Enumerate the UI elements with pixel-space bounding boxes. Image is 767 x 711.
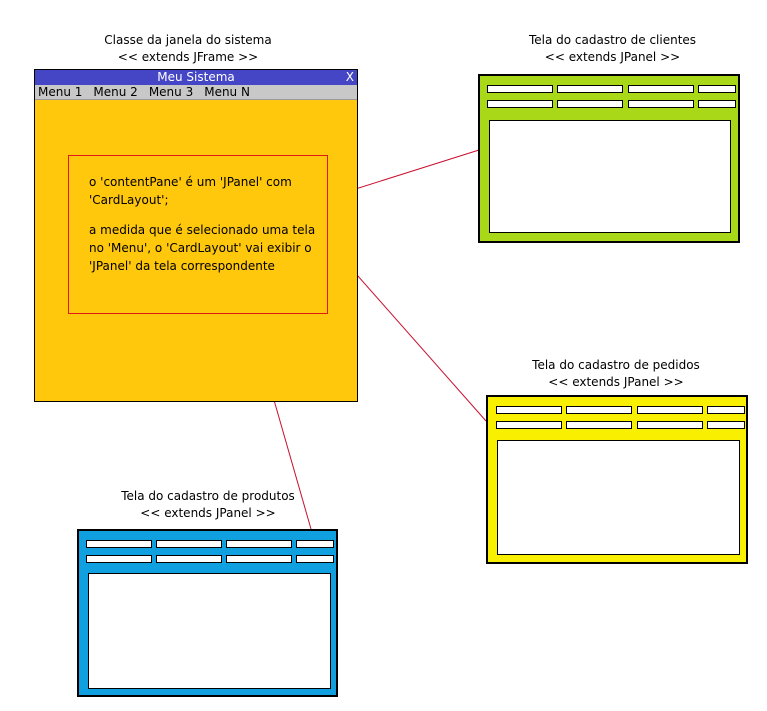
pedidos-caption-stereotype: << extends JPanel >> (548, 375, 684, 389)
pedidos-field (637, 406, 703, 414)
pedidos-field (707, 406, 745, 414)
close-icon[interactable]: X (345, 70, 354, 84)
produtos-field (156, 540, 222, 548)
menu-bar: Menu 1 Menu 2 Menu 3 Menu N (35, 85, 357, 100)
clientes-field (628, 100, 694, 108)
clientes-field (628, 85, 694, 93)
menu-item-1[interactable]: Menu 1 (38, 85, 83, 99)
produtos-caption: Tela do cadastro de produtos << extends … (78, 488, 338, 522)
content-pane-note: o 'contentPane' é um 'JPanel' com 'CardL… (68, 155, 328, 314)
clientes-field (698, 85, 736, 93)
pedidos-field (566, 421, 632, 429)
pedidos-field (496, 406, 562, 414)
produtos-caption-stereotype: << extends JPanel >> (140, 506, 276, 520)
note-paragraph-1: o 'contentPane' é um 'JPanel' com 'CardL… (89, 175, 292, 207)
pedidos-caption: Tela do cadastro de pedidos << extends J… (486, 357, 746, 391)
clientes-field (698, 100, 736, 108)
clientes-field (557, 100, 623, 108)
pedidos-field (496, 421, 562, 429)
pedidos-field (637, 421, 703, 429)
main-window-caption: Classe da janela do sistema << extends J… (34, 32, 342, 66)
pedidos-caption-title: Tela do cadastro de pedidos (532, 358, 700, 372)
produtos-field (296, 540, 334, 548)
menu-item-n[interactable]: Menu N (204, 85, 250, 99)
clientes-caption-stereotype: << extends JPanel >> (544, 50, 681, 64)
produtos-field (86, 555, 152, 563)
produtos-panel (77, 529, 338, 697)
clientes-field (557, 85, 623, 93)
main-window-caption-stereotype: << extends JFrame >> (117, 50, 259, 64)
pedidos-field (566, 406, 632, 414)
clientes-content-area (489, 120, 731, 233)
clientes-caption-title: Tela do cadastro de clientes (528, 33, 697, 47)
clientes-panel (478, 74, 740, 243)
produtos-content-area (88, 573, 331, 689)
clientes-field (487, 85, 553, 93)
main-window-caption-title: Classe da janela do sistema (104, 33, 272, 47)
clientes-caption: Tela do cadastro de clientes << extends … (480, 32, 745, 66)
pedidos-field (707, 421, 745, 429)
title-bar: Meu Sistema X (35, 70, 357, 85)
produtos-field (156, 555, 222, 563)
produtos-field (296, 555, 334, 563)
main-window: Meu Sistema X Menu 1 Menu 2 Menu 3 Menu N o… (34, 69, 358, 402)
window-title: Meu Sistema (157, 70, 235, 84)
menu-item-3[interactable]: Menu 3 (148, 85, 194, 99)
produtos-field (86, 540, 152, 548)
note-paragraph-2: a medida que é selecionado uma tela no '… (89, 223, 316, 273)
produtos-caption-title: Tela do cadastro de produtos (121, 489, 295, 503)
produtos-field (226, 555, 292, 563)
pedidos-content-area (497, 440, 740, 555)
produtos-field (226, 540, 292, 548)
pedidos-panel (486, 395, 748, 564)
menu-item-2[interactable]: Menu 2 (93, 85, 138, 99)
clientes-field (487, 100, 553, 108)
